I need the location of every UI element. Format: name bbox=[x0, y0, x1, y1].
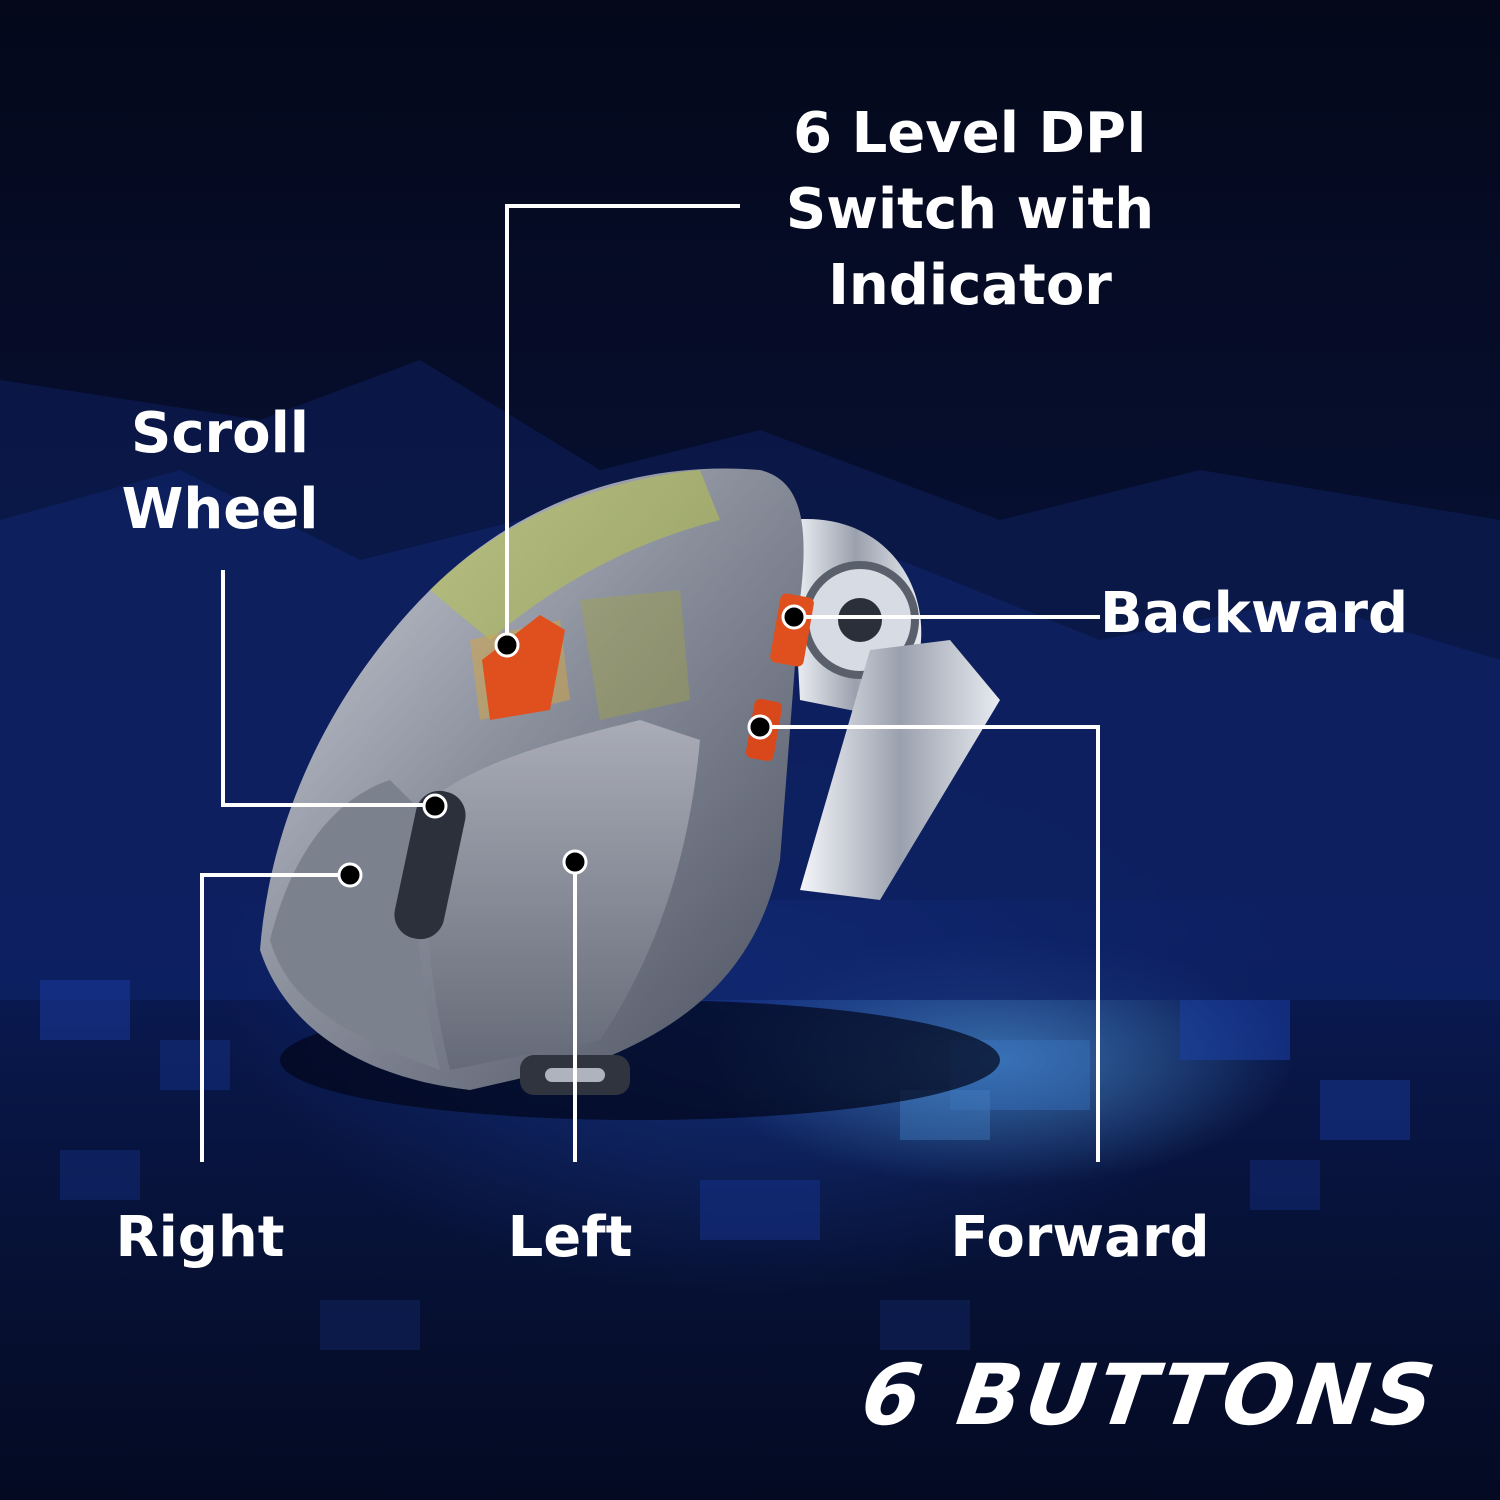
dpi-switch-label: 6 Level DPI Switch with Indicator bbox=[785, 101, 1155, 318]
backward-label: Backward bbox=[1100, 581, 1409, 646]
right-label: Right bbox=[115, 1205, 285, 1270]
left-label: Left bbox=[507, 1205, 633, 1270]
forward-label: Forward bbox=[950, 1205, 1210, 1270]
buttons-count-badge: 6 BUTTONS bbox=[855, 1346, 1445, 1444]
scroll-wheel-label: Scroll Wheel bbox=[121, 401, 319, 542]
